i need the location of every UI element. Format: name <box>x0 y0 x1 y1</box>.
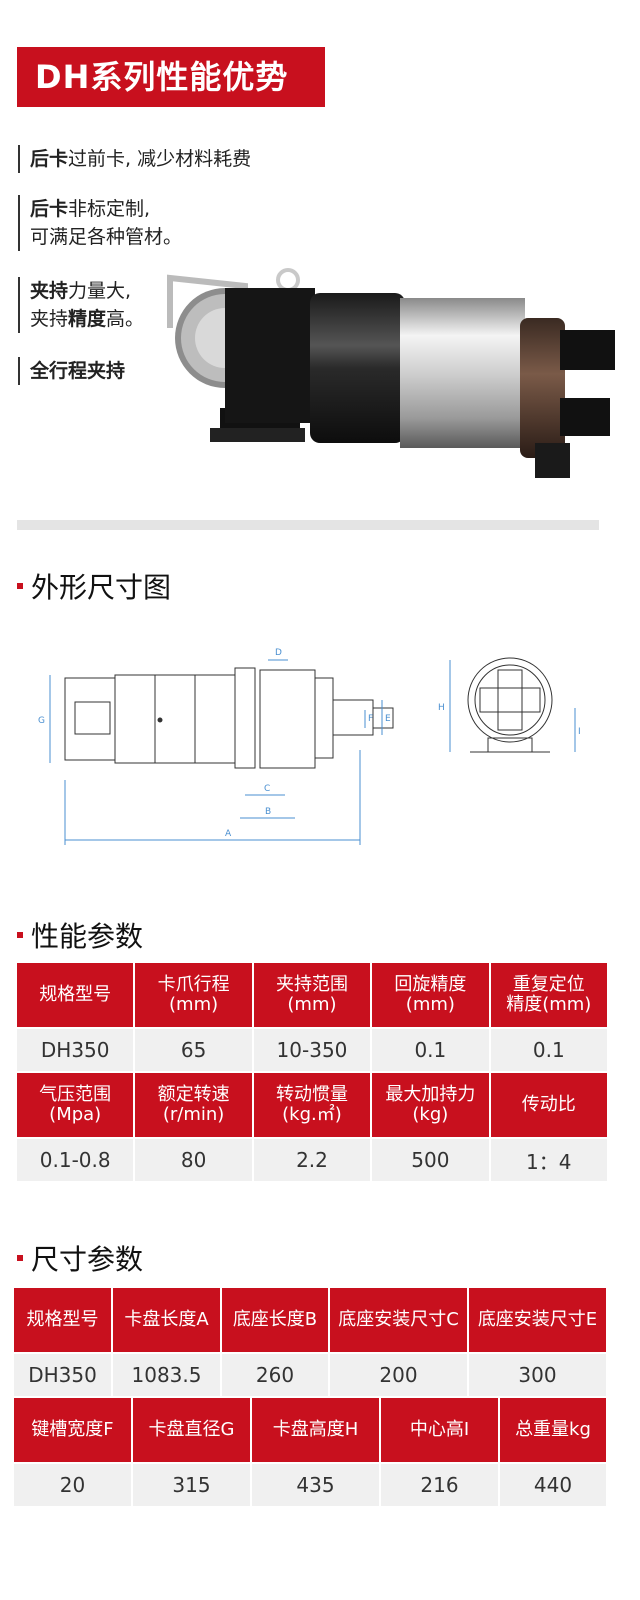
table-header-cell: 键槽宽度F <box>12 1396 133 1464</box>
outline-drawing: A B C D G E F H I <box>38 648 581 845</box>
feature-highlight: 全行程夹持 <box>30 360 126 382</box>
feature-item: 全行程夹持 <box>18 357 125 385</box>
table-header-cell: 重复定位精度(mm) <box>488 961 610 1029</box>
table-header-cell: 额定转速(r/min) <box>133 1071 254 1139</box>
table-value-cell: 1：4 <box>488 1137 610 1183</box>
feature-text: 可满足各种管材。 <box>30 226 183 248</box>
feature-line: 全行程夹持 <box>30 357 125 385</box>
feature-line: 夹持精度高。 <box>30 305 144 333</box>
feature-highlight: 精度 <box>68 308 107 330</box>
feature-text: 力量大, <box>68 280 132 302</box>
table-header-cell: 转动惯量(kg.㎡) <box>251 1071 373 1139</box>
table-header-cell: 规格型号 <box>14 961 136 1029</box>
table-value-cell: 260 <box>220 1352 330 1398</box>
table-header-cell: 气压范围(Mpa) <box>14 1071 136 1139</box>
table-value-cell: 435 <box>250 1462 381 1508</box>
svg-text:C: C <box>264 784 270 794</box>
table-header-cell: 卡爪行程(mm) <box>133 961 254 1029</box>
table-header-cell: 夹持范围(mm) <box>251 961 373 1029</box>
table-value-cell: 20 <box>12 1462 133 1508</box>
feature-highlight: 后卡 <box>30 198 69 220</box>
svg-text:I: I <box>578 727 581 737</box>
svg-text:F: F <box>368 714 373 724</box>
svg-text:H: H <box>438 703 445 713</box>
table-header-cell: 卡盘长度A <box>111 1286 222 1354</box>
page-title: DH系列性能优势 <box>17 47 325 107</box>
divider <box>17 520 599 530</box>
feature-text: 过前卡, 减少材料耗费 <box>68 148 252 170</box>
table-value-cell: 440 <box>498 1462 608 1508</box>
feature-text: 高。 <box>106 308 145 330</box>
table-header-cell: 总重量kg <box>498 1396 608 1464</box>
table-value-cell: 80 <box>133 1137 254 1183</box>
performance-table: 规格型号卡爪行程(mm)夹持范围(mm)回旋精度(mm)重复定位精度(mm) D… <box>14 961 610 1183</box>
table-value-cell: 500 <box>370 1137 491 1183</box>
table-value-cell: 65 <box>133 1027 254 1073</box>
table-header-cell: 卡盘直径G <box>131 1396 252 1464</box>
svg-text:D: D <box>275 648 282 658</box>
dim-label-a: A <box>225 829 232 839</box>
table-value-cell: DH350 <box>14 1027 136 1073</box>
section-outline: 外形尺寸图 <box>17 566 171 606</box>
feature-line: 后卡非标定制, <box>30 195 182 223</box>
table-value-cell: 216 <box>379 1462 500 1508</box>
feature-highlight: 后卡 <box>30 148 69 170</box>
table-header-cell: 回旋精度(mm) <box>370 961 491 1029</box>
section-title: 外形尺寸图 <box>31 571 172 604</box>
feature-line: 可满足各种管材。 <box>30 223 182 251</box>
feature-item: 后卡非标定制, 可满足各种管材。 <box>18 195 182 251</box>
table-value-cell: DH350 <box>12 1352 113 1398</box>
table-header-cell: 中心高I <box>379 1396 500 1464</box>
feature-text: 夹持 <box>30 308 69 330</box>
table-value-cell: 300 <box>467 1352 608 1398</box>
feature-line: 夹持力量大, <box>30 277 144 305</box>
bullet-icon <box>17 1255 23 1261</box>
feature-item: 夹持力量大,夹持精度高。 <box>18 277 144 333</box>
section-dimension: 尺寸参数 <box>17 1238 143 1278</box>
svg-text:E: E <box>385 714 391 724</box>
table-header-cell: 卡盘高度H <box>250 1396 381 1464</box>
table-header-cell: 规格型号 <box>12 1286 113 1354</box>
table-header-cell: 底座安装尺寸C <box>328 1286 469 1354</box>
feature-highlight: 夹持 <box>30 280 69 302</box>
bullet-icon <box>17 583 23 589</box>
table-value-cell: 0.1-0.8 <box>14 1137 136 1183</box>
table-value-cell: 2.2 <box>251 1137 373 1183</box>
table-header-cell: 底座长度B <box>220 1286 330 1354</box>
feature-line: 后卡过前卡, 减少材料耗费 <box>30 145 251 173</box>
bullet-icon <box>17 932 23 938</box>
section-title: 性能参数 <box>31 920 144 953</box>
table-value-cell: 1083.5 <box>111 1352 222 1398</box>
section-title: 尺寸参数 <box>31 1243 144 1276</box>
table-value-cell: 10-350 <box>251 1027 373 1073</box>
table-value-cell: 315 <box>131 1462 252 1508</box>
section-performance: 性能参数 <box>17 915 143 955</box>
table-value-cell: 200 <box>328 1352 469 1398</box>
table-value-cell: 0.1 <box>488 1027 610 1073</box>
table-header-cell: 传动比 <box>488 1071 610 1139</box>
table-header-cell: 最大加持力(kg) <box>370 1071 491 1139</box>
table-header-cell: 底座安装尺寸E <box>467 1286 608 1354</box>
table-value-cell: 0.1 <box>370 1027 491 1073</box>
feature-text: 非标定制, <box>68 198 151 220</box>
svg-text:B: B <box>265 807 271 817</box>
svg-text:G: G <box>38 716 45 726</box>
feature-item: 后卡过前卡, 减少材料耗费 <box>18 145 251 173</box>
product-image <box>167 268 615 478</box>
